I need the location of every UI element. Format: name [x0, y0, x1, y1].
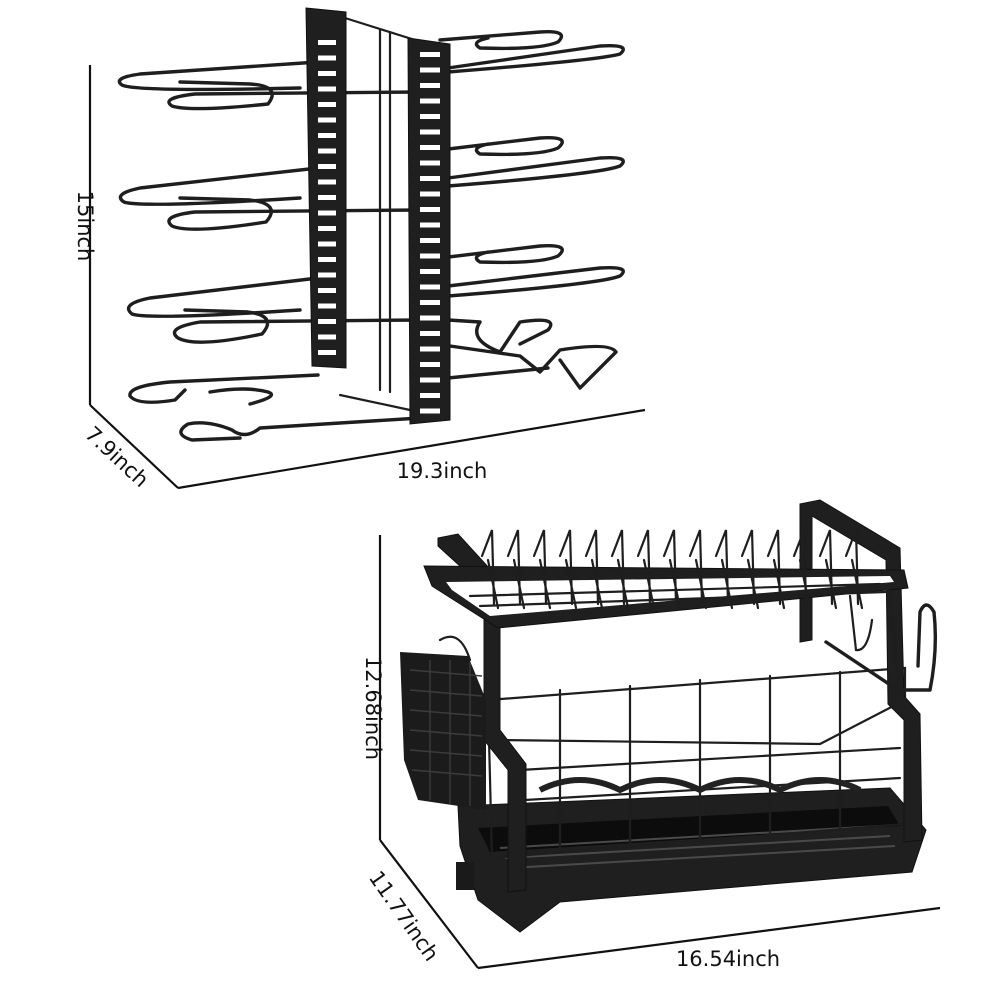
dish-rack-drip-tray — [456, 787, 927, 933]
plate-pin — [662, 529, 682, 610]
upright-slot — [318, 86, 336, 92]
upright-slot — [420, 269, 440, 274]
pot-rack-dimension-lines — [88, 65, 646, 490]
pot-rack-back-frame — [338, 16, 417, 412]
plate-pin — [558, 529, 578, 610]
plate-pin — [584, 529, 604, 610]
dish-rack-width-label: 16.54inch — [676, 947, 780, 971]
pot-rack-right-upright — [407, 37, 451, 425]
upright-slot — [318, 210, 336, 216]
pot-rack-organizer: 15inch 7.9inch 19.3inch — [73, 7, 646, 492]
upright-slot — [420, 284, 440, 290]
upright-slot — [420, 98, 440, 104]
upright-slot — [318, 164, 336, 169]
upright-slot — [420, 393, 440, 398]
plate-pin — [844, 529, 864, 610]
plate-pin — [532, 529, 552, 610]
pot-rack-wire-arms — [117, 30, 625, 442]
upright-slot — [420, 222, 440, 228]
dish-rack-depth-label: 11.77inch — [364, 866, 443, 965]
upright-slot — [420, 52, 440, 57]
dish-rack-top-shelf — [423, 529, 909, 629]
plate-pin — [792, 529, 812, 610]
plate-pin — [610, 529, 630, 610]
upright-slot — [318, 319, 336, 324]
dish-drying-rack: 12.68inch 11.77inch 16.54inch — [361, 499, 941, 971]
upright-slot — [318, 40, 336, 45]
upright-slot — [318, 257, 336, 262]
pot-rack-left-upright — [305, 7, 347, 369]
dish-rack-utensil-holder — [400, 635, 486, 810]
upright-slot — [318, 272, 336, 278]
upright-slot — [420, 238, 440, 243]
upright-slot — [420, 207, 440, 212]
upright-slot — [420, 362, 440, 367]
upright-slot — [318, 55, 336, 61]
dish-rack-dimension-lines — [378, 535, 941, 970]
pot-rack-depth-label: 7.9inch — [80, 422, 153, 492]
upright-slot — [420, 253, 440, 259]
plate-pin — [636, 529, 656, 610]
upright-slot — [318, 303, 336, 309]
upright-slot — [318, 195, 336, 200]
upright-slot — [420, 160, 440, 166]
upright-slot — [318, 133, 336, 138]
upright-slot — [318, 288, 336, 293]
upright-slot — [420, 408, 440, 414]
upright-slot — [420, 145, 440, 150]
upright-slot — [420, 176, 440, 181]
upright-slot — [420, 377, 440, 383]
dish-rack-side-hooks — [848, 588, 938, 692]
upright-slot — [420, 83, 440, 88]
upright-slot — [420, 315, 440, 321]
plate-pin — [506, 529, 526, 610]
upright-slot — [318, 102, 336, 107]
upright-slot — [318, 350, 336, 355]
upright-slot — [420, 114, 440, 119]
upright-slot — [318, 148, 336, 154]
upright-slot — [420, 191, 440, 197]
upright-slot — [420, 331, 440, 336]
upright-slot — [420, 67, 440, 73]
pot-rack-height-label: 15inch — [73, 191, 97, 262]
upright-slot — [318, 71, 336, 76]
plate-pin — [818, 529, 838, 610]
plate-pin — [766, 529, 786, 610]
upright-slot — [318, 241, 336, 247]
upright-slot — [318, 226, 336, 231]
upright-slot — [318, 334, 336, 340]
upright-slot — [318, 117, 336, 123]
dish-rack-height-label: 12.68inch — [361, 656, 385, 760]
upright-slot — [420, 129, 440, 135]
upright-slot — [420, 300, 440, 305]
plate-pin — [714, 529, 734, 610]
plate-pin — [688, 529, 708, 610]
pot-rack-width-label: 19.3inch — [397, 459, 488, 483]
plate-pin — [740, 529, 760, 610]
plate-pin — [480, 529, 500, 610]
upright-slot — [318, 179, 336, 185]
upright-slot — [420, 346, 440, 352]
